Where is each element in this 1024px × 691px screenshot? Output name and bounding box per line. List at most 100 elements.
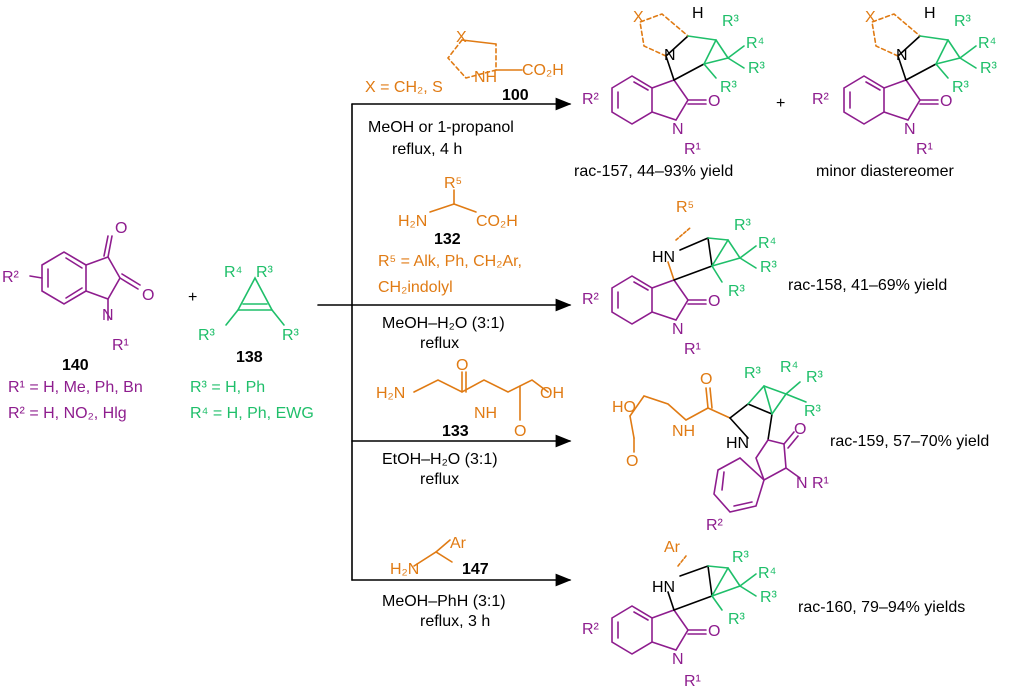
atom-R3: R³ bbox=[760, 589, 778, 606]
atom-R1: R¹ bbox=[916, 141, 933, 158]
atom-R5: R⁵ bbox=[676, 199, 694, 216]
atom-R4: R⁴ bbox=[780, 359, 799, 376]
atom-R1: R¹ bbox=[112, 337, 129, 354]
glycylglycine-133 bbox=[413, 371, 549, 421]
atom-NH: NH bbox=[474, 69, 497, 86]
conditions-route-1: reflux, 4 h bbox=[392, 141, 462, 158]
atom-R4: R⁴ bbox=[758, 565, 777, 582]
conditions-route-3: reflux bbox=[420, 471, 459, 488]
plus-sign: + bbox=[776, 95, 785, 112]
minor-diastereomer-label: minor diastereomer bbox=[816, 163, 955, 180]
atom-HN: HN bbox=[652, 579, 675, 596]
atom-R3: R³ bbox=[198, 327, 216, 344]
atom-HO: HO bbox=[612, 399, 636, 416]
atom-O: O bbox=[142, 287, 154, 304]
conditions-route-4: MeOH–PhH (3:1) bbox=[382, 593, 506, 610]
amine-147 bbox=[413, 539, 453, 567]
atom-R3: R³ bbox=[744, 365, 762, 382]
minor-diastereomer bbox=[843, 13, 977, 125]
atom-R2: R² bbox=[706, 517, 724, 534]
atom-NH: NH bbox=[672, 423, 695, 440]
atom-H: H bbox=[692, 5, 704, 22]
atom-X: X bbox=[633, 9, 644, 26]
atom-R3: R³ bbox=[734, 217, 752, 234]
r4-definition: R⁴ = H, Ph, EWG bbox=[190, 405, 314, 422]
conditions-route-2: reflux bbox=[420, 335, 459, 352]
r2-definition: R² = H, NO₂, Hlg bbox=[8, 405, 127, 422]
atom-O: O bbox=[514, 423, 526, 440]
atom-CO2H: CO₂H bbox=[476, 213, 518, 230]
atom-H2N: H₂N bbox=[376, 385, 405, 402]
atom-O: O bbox=[708, 293, 720, 310]
atom-R3: R³ bbox=[720, 79, 738, 96]
amino-acid-132 bbox=[429, 189, 477, 213]
atom-N: N bbox=[102, 307, 114, 324]
reagent-note-132: R⁵ = Alk, Ph, CH₂Ar, bbox=[378, 253, 522, 270]
arrow-tree bbox=[317, 97, 572, 587]
atom-N: N bbox=[672, 651, 684, 668]
proline-100 bbox=[446, 39, 523, 79]
product-157 bbox=[611, 13, 745, 125]
atom-O: O bbox=[115, 220, 127, 237]
plus-sign: + bbox=[188, 289, 197, 306]
atom-R1: R¹ bbox=[684, 141, 701, 158]
atom-R3: R³ bbox=[748, 60, 766, 77]
atom-R3: R³ bbox=[980, 60, 998, 77]
atom-N: N bbox=[664, 47, 676, 64]
atom-H2N: H₂N bbox=[398, 213, 427, 230]
atom-R4: R⁴ bbox=[224, 264, 243, 281]
atom-R3: R³ bbox=[732, 549, 750, 566]
atom-HN: HN bbox=[726, 435, 749, 452]
atom-H2N: H₂N bbox=[390, 561, 419, 578]
atom-O: O bbox=[708, 623, 720, 640]
atom-N: N bbox=[904, 121, 916, 138]
atom-X: X bbox=[456, 29, 467, 46]
atom-R3: R³ bbox=[804, 403, 822, 420]
atom-R3: R³ bbox=[722, 13, 740, 30]
atom-R2: R² bbox=[582, 91, 600, 108]
conditions-route-3: EtOH–H₂O (3:1) bbox=[382, 451, 498, 468]
atom-N: N bbox=[672, 321, 684, 338]
atom-H: H bbox=[924, 5, 936, 22]
atom-N: N bbox=[896, 47, 908, 64]
atom-R4: R⁴ bbox=[758, 235, 777, 252]
product-160 bbox=[611, 555, 757, 655]
isatin-140 bbox=[29, 235, 141, 321]
reagent-note-132: CH₂indolyl bbox=[378, 279, 453, 296]
atom-HN: HN bbox=[652, 249, 675, 266]
atom-R3: R³ bbox=[954, 13, 972, 30]
atom-R1: R¹ bbox=[684, 341, 701, 358]
reagent-note-100: X = CH₂, S bbox=[365, 79, 443, 96]
atom-R3: R³ bbox=[760, 259, 778, 276]
atom-N: N bbox=[672, 121, 684, 138]
product-label-157: rac-157, 44–93% yield bbox=[574, 163, 733, 180]
atom-R3: R³ bbox=[728, 283, 746, 300]
atom-O: O bbox=[456, 357, 468, 374]
atom-R2: R² bbox=[2, 269, 20, 286]
atom-R1: R¹ bbox=[684, 673, 701, 690]
atom-O: O bbox=[794, 421, 806, 438]
atom-X: X bbox=[865, 9, 876, 26]
atom-R2: R² bbox=[582, 621, 600, 638]
atom-CO2H: CO₂H bbox=[522, 62, 564, 79]
atom-R5: R⁵ bbox=[444, 175, 462, 192]
atom-R4: R⁴ bbox=[978, 35, 997, 52]
product-159 bbox=[629, 381, 807, 513]
product-label-158: rac-158, 41–69% yield bbox=[788, 277, 947, 294]
atom-R4: R⁴ bbox=[746, 35, 765, 52]
atom-R3: R³ bbox=[952, 79, 970, 96]
product-label-159: rac-159, 57–70% yield bbox=[830, 433, 989, 450]
compound-label-140: 140 bbox=[62, 357, 89, 374]
reagent-label-100: 100 bbox=[502, 87, 529, 104]
atom-O: O bbox=[708, 93, 720, 110]
reagent-label-147: 147 bbox=[462, 561, 489, 578]
r3-definition: R³ = H, Ph bbox=[190, 379, 265, 396]
atom-R3: R³ bbox=[282, 327, 300, 344]
atom-Ar: Ar bbox=[450, 535, 467, 552]
atom-R2: R² bbox=[582, 291, 600, 308]
atom-O: O bbox=[940, 93, 952, 110]
atom-Ar: Ar bbox=[664, 539, 681, 556]
atom-R3: R³ bbox=[728, 611, 746, 628]
